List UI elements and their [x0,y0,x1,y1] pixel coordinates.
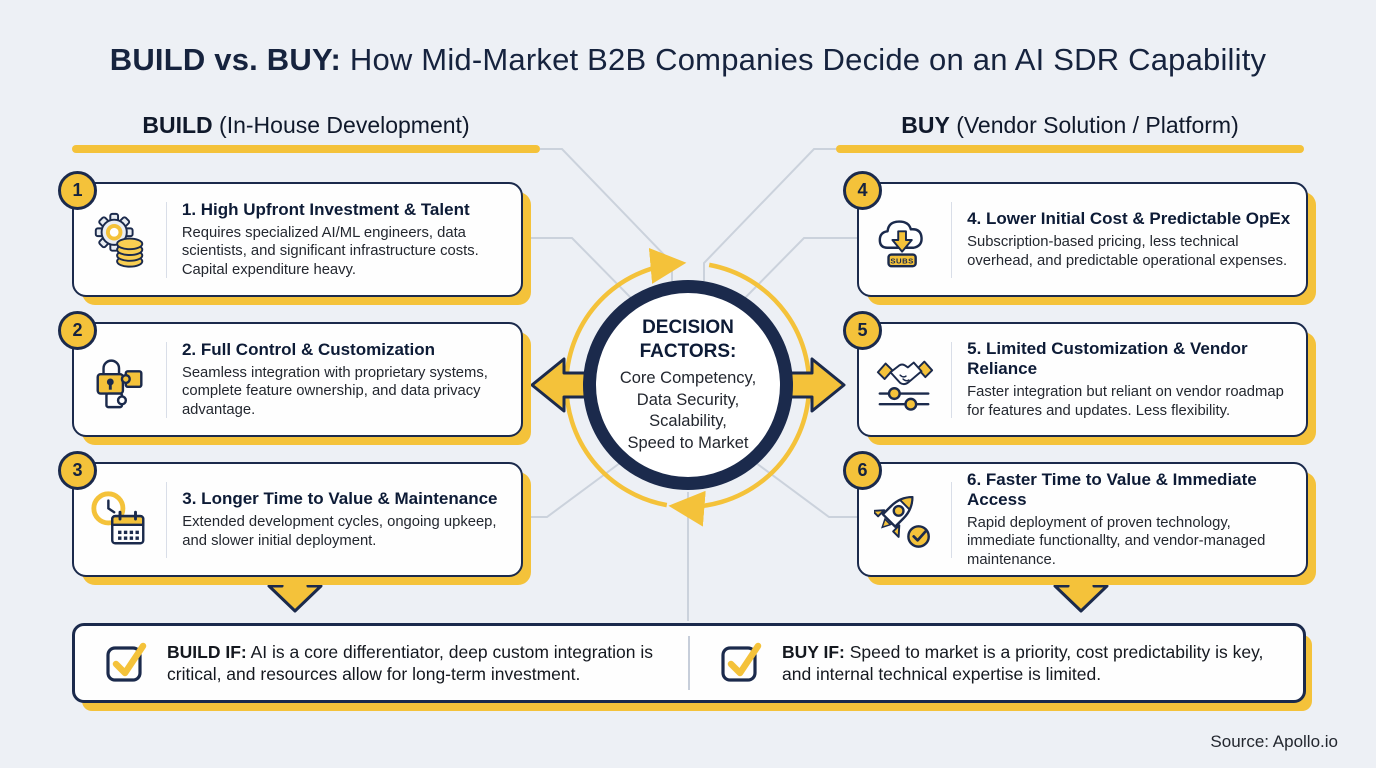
gear-coins-icon [74,209,166,271]
checkbox-check-icon [718,638,764,689]
decision-factor-line: Scalability, [649,412,727,431]
card-body: Seamless integration with proprietary sy… [181,365,488,418]
card-number-badge: 1 [58,171,97,210]
buy-card-6: 6 6. Faster Time to Value & Immediate Ac… [843,451,1308,577]
card-divider [166,341,167,418]
card-number-badge: 2 [58,311,97,350]
handshake-sliders-icon [859,349,951,411]
buy-if-text: BUY IF: Speed to market is a priority, c… [782,641,1264,684]
card-number-badge: 4 [843,171,882,210]
source-attribution: Source: Apollo.io [1210,732,1338,751]
buy-card-4: 4 SUBS 4. Lower Initial Cost & Predictab… [843,171,1308,297]
build-card-3: 3 3. Longer Time to Value & Maintenance … [58,451,523,577]
decision-factor-line: Core Competency, [619,369,757,388]
card-body: Subscription-based pricing, less technic… [967,234,1288,269]
page-title-bold: BUILD vs. BUY: [109,42,342,77]
decision-factors-circle: DECISION FACTORS: Core Competency, Data … [583,280,793,490]
decision-factors-heading: DECISION FACTORS: [639,316,737,362]
clock-calendar-icon [74,489,166,551]
svg-text:SUBS: SUBS [890,256,913,265]
build-card-1: 1 [58,171,523,297]
card-divider [951,201,953,278]
card-body: Extended development cycles, ongoing upk… [182,514,497,549]
card-title: 6. Faster Time to Value & Immediate Acce… [967,470,1257,510]
card-number-badge: 3 [58,451,97,490]
build-header-underline [72,145,540,153]
lock-puzzle-icon [74,349,166,411]
card-divider [166,201,167,278]
card-title: 3. Longer Time to Value & Maintenance [182,489,498,509]
card-number-badge: 5 [843,311,882,350]
build-if-text: BUILD IF: AI is a core differentiator, d… [167,641,654,684]
decision-factor-line: Data Security, [636,390,740,409]
decision-factor-line: Speed to Market [627,433,749,452]
buy-header-underline [836,145,1304,153]
build-if-section: BUILD IF: AI is a core differentiator, d… [75,638,688,689]
buy-if-section: BUY IF: Speed to market is a priority, c… [690,638,1303,689]
card-body: Requires specialized AI/ML engineers, da… [181,225,479,278]
rocket-check-icon [859,489,951,551]
card-body: Rapid deployment of proven technology, i… [967,515,1266,568]
arrow-down-build-icon [267,569,323,613]
buy-column-header: BUY (Vendor Solution / Platform) [901,112,1239,138]
card-divider [951,481,952,558]
page-title-rest: How Mid-Market B2B Companies Decide on a… [341,42,1267,77]
page-title: BUILD vs. BUY: How Mid-Market B2B Compan… [0,42,1376,78]
build-card-2: 2 2. Full Control & Customization Seamle… [58,311,523,437]
arrow-down-buy-icon [1053,569,1109,613]
cloud-subscription-icon: SUBS [859,209,951,271]
card-divider [166,481,168,558]
card-divider [951,341,953,418]
card-title: 1. High Upfront Investment & Talent [181,200,470,220]
card-title: 2. Full Control & Customization [181,340,436,360]
card-number-badge: 6 [843,451,882,490]
recommendation-banner: BUILD IF: AI is a core differentiator, d… [72,623,1306,703]
banner-divider [688,636,690,690]
card-body: Faster integration but reliant on vendor… [967,384,1284,419]
card-title: 4. Lower Initial Cost & Predictable OpEx [967,209,1291,229]
card-title: 5. Limited Customization & Vendor Relian… [967,339,1248,379]
buy-card-5: 5 5. Limited Customization & Vendor Reli… [843,311,1308,437]
checkbox-check-icon [103,638,149,689]
build-column-header: BUILD (In-House Development) [142,112,470,138]
